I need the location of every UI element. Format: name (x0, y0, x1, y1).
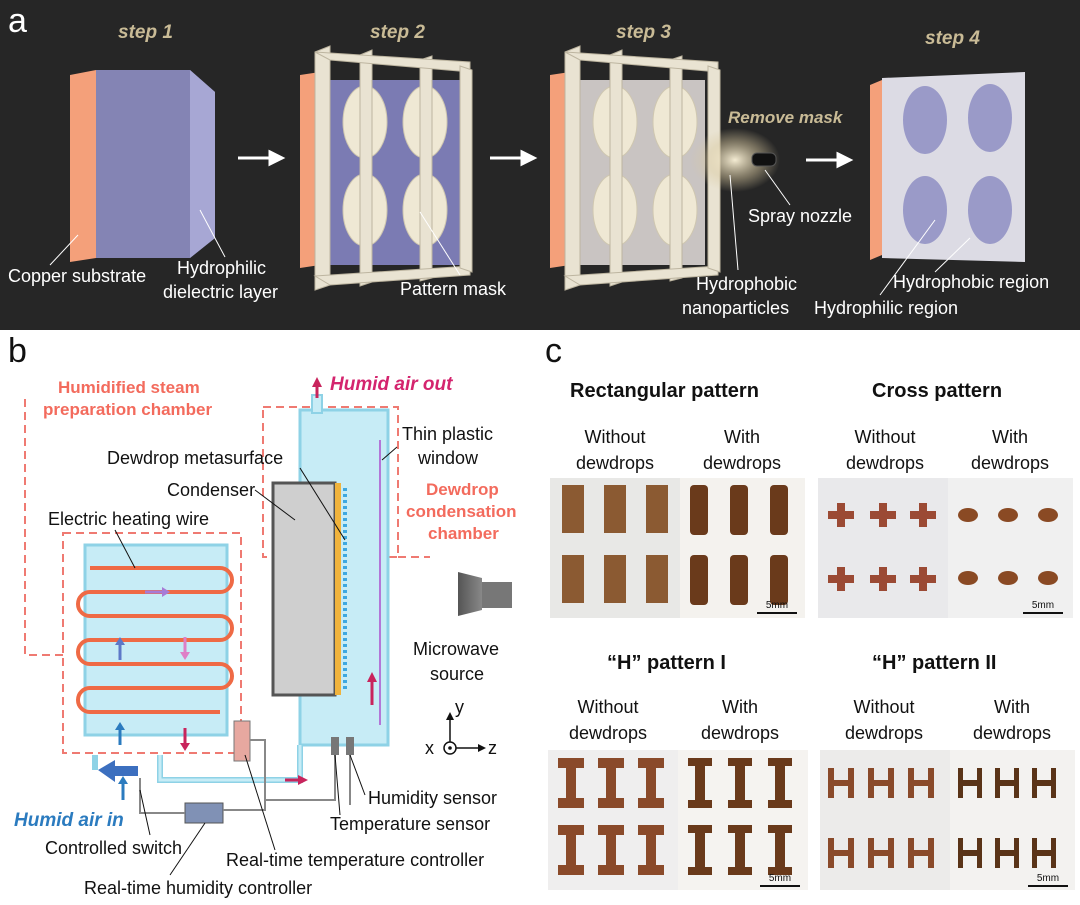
panel-b-diagram (24, 377, 512, 876)
panel-c-label: c (545, 332, 562, 370)
thin-plastic-label-1: Thin plastic (402, 424, 494, 444)
step1-substrate (70, 70, 215, 262)
step-4-label: step 4 (925, 28, 980, 49)
panel-c-photos (548, 478, 1075, 890)
scale-bar-h2: 5mm (1028, 873, 1068, 887)
axis-z-label: z (488, 738, 497, 758)
step-1-label: step 1 (118, 22, 173, 43)
pattern-mask-label: Pattern mask (400, 279, 507, 299)
controlled-switch-label: Controlled switch (45, 838, 183, 858)
copper-substrate-label: Copper substrate (8, 266, 147, 286)
h-pattern-1-title: “H” pattern I (607, 652, 726, 674)
rectangular-pattern-title: Rectangular pattern (570, 380, 759, 402)
step2-mask-assembly (300, 45, 473, 291)
humid-air-out-label: Humid air out (330, 374, 453, 395)
process-arrows (238, 149, 854, 169)
humid-air-in-label: Humid air in (14, 810, 124, 831)
dewdrop-chamber-label-2: condensation (406, 502, 517, 521)
hydrophobic-region-label: Hydrophobic region (893, 272, 1050, 292)
temperature-sensor-label: Temperature sensor (330, 814, 491, 834)
hydrophobic-np-label-1: Hydrophobic (696, 274, 798, 294)
hydrophilic-region-label: Hydrophilic region (814, 298, 959, 318)
condenser-label: Condenser (167, 480, 256, 500)
thin-plastic-label-2: window (418, 448, 479, 468)
remove-mask-label: Remove mask (728, 108, 843, 127)
temperature-controller-label: Real-time temperature controller (226, 850, 485, 870)
scale-bar-rect: 5mm (757, 600, 797, 614)
hydrophobic-np-label-2: nanoparticles (682, 298, 790, 318)
step-2-label: step 2 (370, 22, 425, 43)
humidity-controller-label: Real-time humidity controller (84, 878, 313, 898)
step3-spray-assembly (550, 45, 780, 291)
axis-y-label: y (455, 697, 464, 717)
dewdrop-chamber-label-3: chamber (428, 524, 499, 543)
electric-heating-wire-label: Electric heating wire (48, 509, 210, 529)
cross-pattern-title: Cross pattern (872, 380, 1003, 402)
scale-bar-h1: 5mm (760, 873, 800, 887)
humidity-sensor-label: Humidity sensor (368, 788, 498, 808)
steam-chamber-label-2: preparation chamber (43, 400, 213, 419)
dewdrop-metasurface-label: Dewdrop metasurface (107, 448, 284, 468)
spray-nozzle-label: Spray nozzle (748, 206, 853, 226)
panel-a-leaders (49, 169, 971, 296)
steam-chamber-label-1: Humidified steam (58, 378, 200, 397)
scale-bar-cross: 5mm (1023, 600, 1063, 614)
panel-b-label: b (8, 332, 27, 370)
axis-x-label: x (425, 738, 434, 758)
step-3-label: step 3 (616, 22, 671, 43)
microwave-source-label-2: source (430, 664, 485, 684)
step4-patterned-surface (870, 72, 1025, 262)
h-pattern-2-title: “H” pattern II (872, 652, 997, 674)
dewdrop-chamber-label-1: Dewdrop (426, 480, 499, 499)
microwave-source-label-1: Microwave (413, 639, 500, 659)
hydrophilic-dielectric-label-1: Hydrophilic (177, 258, 267, 278)
panel-a-label: a (8, 2, 27, 40)
hydrophilic-dielectric-label-2: dielectric layer (163, 282, 279, 302)
